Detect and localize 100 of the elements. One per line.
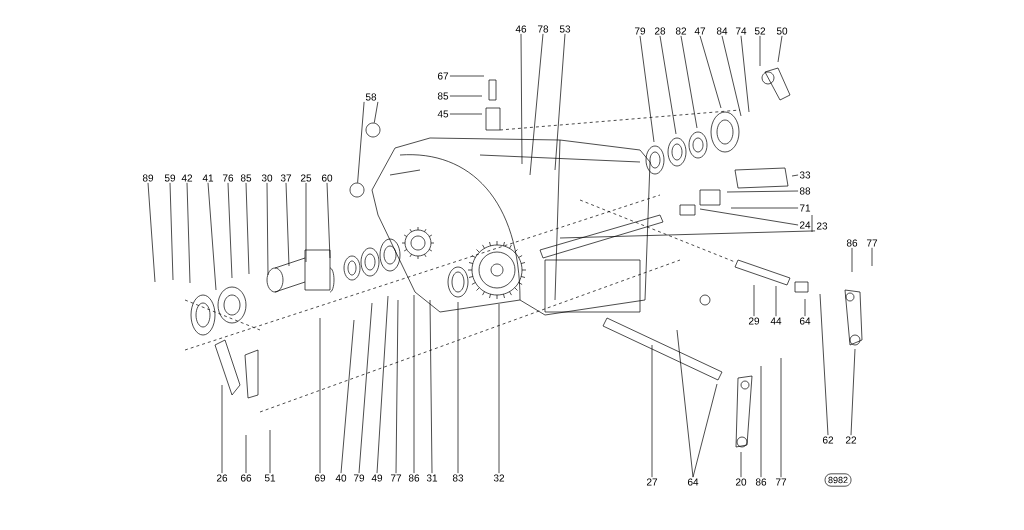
callout-number: 85	[240, 174, 252, 182]
callout-number: 42	[181, 174, 193, 182]
leader-line	[659, 35, 677, 135]
callout-number: 64	[687, 478, 699, 486]
leader-line	[227, 182, 233, 279]
leader-line	[699, 208, 799, 226]
leader-line	[358, 302, 373, 474]
leader-line	[169, 182, 174, 281]
leader-line	[449, 113, 483, 115]
leader-line	[760, 365, 762, 478]
callout-number: 84	[716, 27, 728, 35]
callout-number: 77	[866, 239, 878, 247]
leader-line	[680, 35, 698, 129]
callout-number: 53	[559, 25, 571, 33]
leader-line	[721, 35, 742, 117]
callout-number: 20	[735, 478, 747, 486]
callout-number: 82	[675, 27, 687, 35]
callout-number: 37	[280, 174, 292, 182]
leader-line	[777, 35, 783, 63]
callout-number: 45	[437, 110, 449, 118]
callout-number: 40	[335, 474, 347, 482]
callout-number: 88	[799, 187, 811, 195]
leader-line	[759, 35, 761, 67]
leader-line	[147, 182, 156, 283]
leader-line	[730, 207, 799, 209]
callout-number: 71	[799, 204, 811, 212]
leader-line	[319, 317, 321, 474]
leader-line	[245, 182, 250, 275]
leader-line	[305, 182, 307, 263]
callout-number: 28	[654, 27, 666, 35]
callout-number: 79	[634, 27, 646, 35]
leader-line	[639, 35, 655, 143]
leader-line	[498, 303, 500, 474]
callout-number: 31	[426, 474, 438, 482]
leader-line	[804, 298, 806, 317]
callout-number: 77	[775, 478, 787, 486]
callout-number: 30	[261, 174, 273, 182]
callout-number: 44	[770, 317, 782, 325]
leader-line	[791, 174, 799, 177]
leader-line	[819, 293, 829, 436]
callout-number: 66	[240, 474, 252, 482]
leader-line	[692, 383, 718, 478]
callout-number: 62	[822, 436, 834, 444]
callout-number: 78	[537, 25, 549, 33]
callout-number: 24	[799, 221, 811, 229]
leader-line	[340, 319, 355, 474]
callout-number: 74	[735, 27, 747, 35]
callout-number: 85	[437, 92, 449, 100]
callout-number: 49	[371, 474, 383, 482]
callout-number: 50	[776, 27, 788, 35]
leader-line	[520, 33, 523, 165]
leader-line	[851, 247, 853, 273]
leader-line	[699, 35, 722, 109]
callout-number: 67	[437, 72, 449, 80]
callout-number: 58	[365, 93, 377, 101]
leader-line	[373, 101, 379, 124]
callout-number: 52	[754, 27, 766, 35]
callout-number: 29	[748, 317, 760, 325]
leader-line	[245, 434, 247, 474]
callout-number: 69	[314, 474, 326, 482]
leader-line	[429, 299, 433, 474]
leader-line	[357, 101, 365, 183]
leader-line	[266, 182, 269, 276]
callout-number: 41	[202, 174, 214, 182]
callout-number: 51	[264, 474, 276, 482]
callout-number: 25	[300, 174, 312, 182]
leader-line	[269, 429, 271, 474]
leader-line	[740, 451, 742, 478]
leader-line	[850, 348, 856, 436]
leader-line	[871, 247, 873, 267]
callout-number: 46	[515, 25, 527, 33]
callout-number: 76	[222, 174, 234, 182]
leader-line	[559, 230, 816, 239]
leader-line	[395, 299, 399, 474]
leader-line	[449, 75, 485, 77]
leader-line	[529, 33, 544, 176]
plug-disc	[349, 182, 365, 198]
callout-number: 60	[321, 174, 333, 182]
leader-line	[207, 182, 217, 291]
callout-number: 86	[408, 474, 420, 482]
leader-line	[457, 301, 459, 474]
callout-number: 89	[142, 174, 154, 182]
leader-line	[285, 182, 290, 267]
drawing-number: 8982	[824, 473, 852, 487]
callout-number: 83	[452, 474, 464, 482]
callout-number: 27	[646, 478, 658, 486]
callout-number: 64	[799, 317, 811, 325]
callout-number: 86	[846, 239, 858, 247]
leader-line	[376, 295, 389, 474]
callout-number: 77	[390, 474, 402, 482]
callout-number: 59	[164, 174, 176, 182]
leader-line	[326, 182, 331, 259]
leader-line	[186, 182, 191, 284]
leader-line	[780, 357, 782, 478]
leader-line	[449, 95, 483, 97]
leader-line	[753, 284, 755, 317]
leader-line	[775, 285, 777, 317]
leader-line	[554, 33, 566, 171]
leader-line	[651, 344, 653, 478]
leader-line	[726, 190, 799, 193]
